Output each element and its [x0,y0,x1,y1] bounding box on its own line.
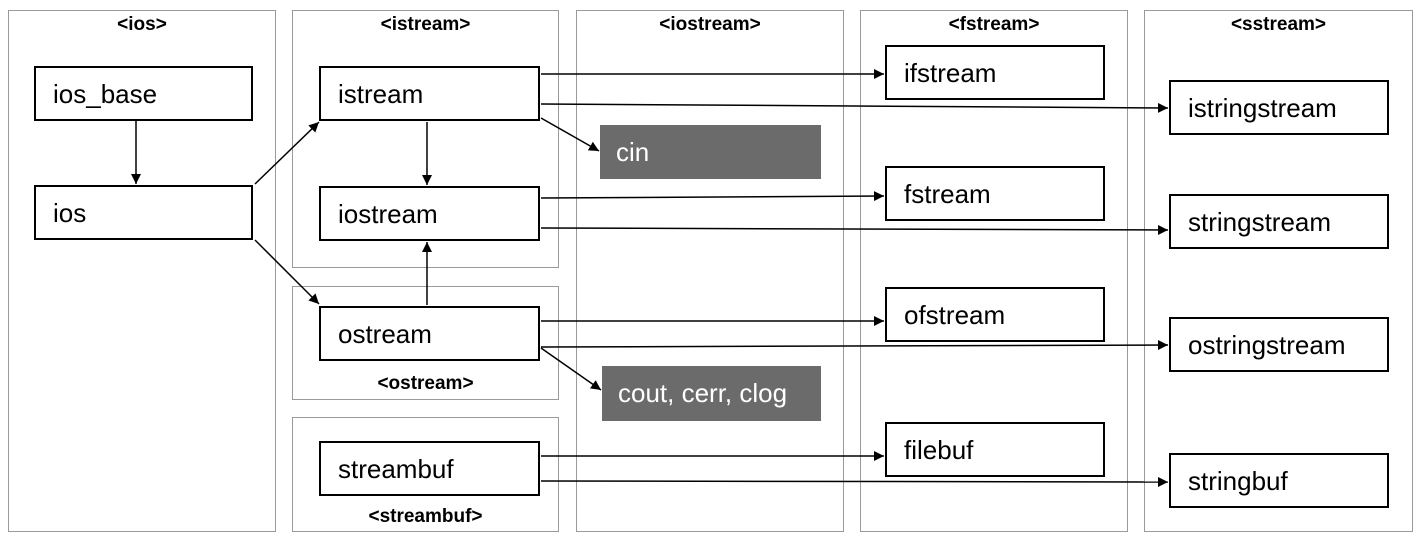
class-iostream: iostream [319,186,540,241]
arrow-iostream-fstream [540,191,885,202]
arrow-streambuf-stringbuf [540,476,1169,487]
object-cin: cin [600,125,821,179]
arrow-iostream-stringstream [540,224,1169,235]
arrow-ios-ostream [254,239,320,305]
header-iostream: <iostream> [659,14,761,35]
class-stringbuf: stringbuf [1169,453,1389,508]
class-filebuf: filebuf [885,422,1105,477]
class-istringstream: istringstream [1169,80,1389,135]
arrow-ostream-cout [540,347,602,391]
header-ostream: <ostream> [377,373,474,394]
class-ios-base: ios_base [34,66,253,121]
class-ifstream: ifstream [885,45,1105,100]
class-streambuf: streambuf [319,441,540,496]
class-ostream: ostream [319,306,540,361]
header-fstream: <fstream> [948,14,1040,35]
class-ofstream: ofstream [885,287,1105,342]
class-istream: istream [319,66,540,121]
panel-iostream [576,10,844,532]
header-sstream: <sstream> [1230,14,1327,35]
arrow-ostream-ostringstream [540,340,1169,351]
class-stringstream: stringstream [1169,194,1389,249]
class-fstream: fstream [885,166,1105,221]
arrow-istream-cin [540,117,600,152]
header-streambuf: <streambuf> [368,506,483,527]
class-ostringstream: ostringstream [1169,317,1389,372]
arrow-istream-istringstream [540,102,1169,113]
arrow-ios-istream [254,121,320,185]
header-ios: <ios> [117,14,167,35]
header-istream: <istream> [380,14,471,35]
object-cout-cerr-clog: cout, cerr, clog [602,366,821,421]
class-ios: ios [34,185,253,240]
